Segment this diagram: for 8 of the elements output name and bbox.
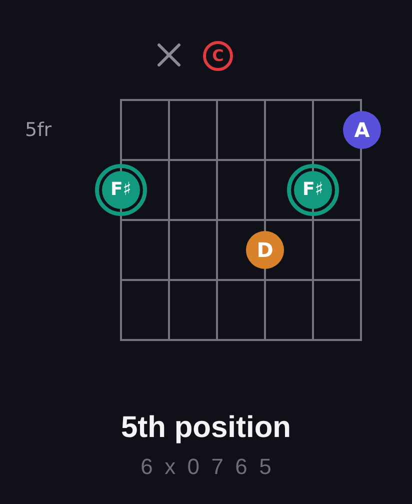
fingering-text: 6 x 0 7 6 5 (140, 454, 274, 480)
note-dot: D (246, 231, 284, 269)
note-dot: A (343, 111, 381, 149)
open-string-marker: C (203, 41, 233, 71)
chord-title: 5th position (121, 410, 291, 446)
root-note-dot: F♯ (287, 164, 339, 216)
fret-number: 5fr (25, 119, 52, 141)
root-note-dot: F♯ (95, 164, 147, 216)
